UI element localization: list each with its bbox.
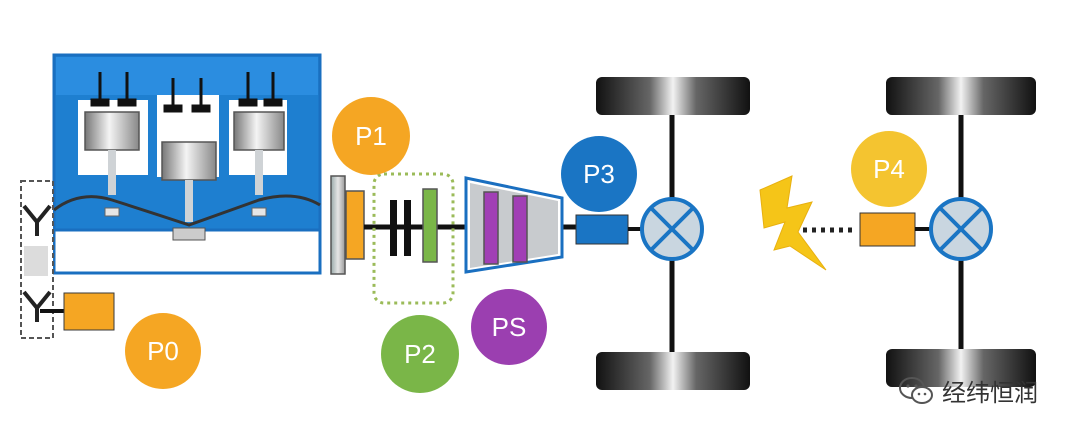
p3-label: P3 [561, 136, 637, 212]
piston-group [84, 111, 285, 240]
watermark-text: 经纬恒润 [942, 379, 1038, 407]
transmission [464, 176, 564, 274]
electric-bolt-icon [759, 175, 827, 271]
front-right-wheel [596, 352, 750, 390]
p4-motor [859, 212, 916, 247]
ps-motor-1 [483, 191, 499, 265]
p0-label: P0 [125, 313, 201, 389]
belt-pulley [20, 180, 54, 339]
watermark: 经纬恒润 [898, 373, 1038, 408]
front-left-wheel [596, 77, 750, 115]
ps-label: PS [471, 289, 547, 365]
p0-motor [40, 292, 115, 331]
ps-motor-2 [512, 195, 528, 263]
p1-motor [330, 175, 365, 275]
p1-label: P1 [332, 97, 410, 175]
p2-label: P2 [381, 315, 459, 393]
p3-motor [575, 214, 629, 245]
p4-label: P4 [851, 131, 927, 207]
rear-right-wheel [886, 349, 1036, 387]
wechat-icon [899, 376, 933, 404]
engine-block [52, 53, 322, 275]
rear-left-wheel [886, 77, 1036, 115]
rear-axle [886, 77, 1036, 387]
p2-module [372, 172, 455, 305]
front-axle [596, 77, 750, 390]
